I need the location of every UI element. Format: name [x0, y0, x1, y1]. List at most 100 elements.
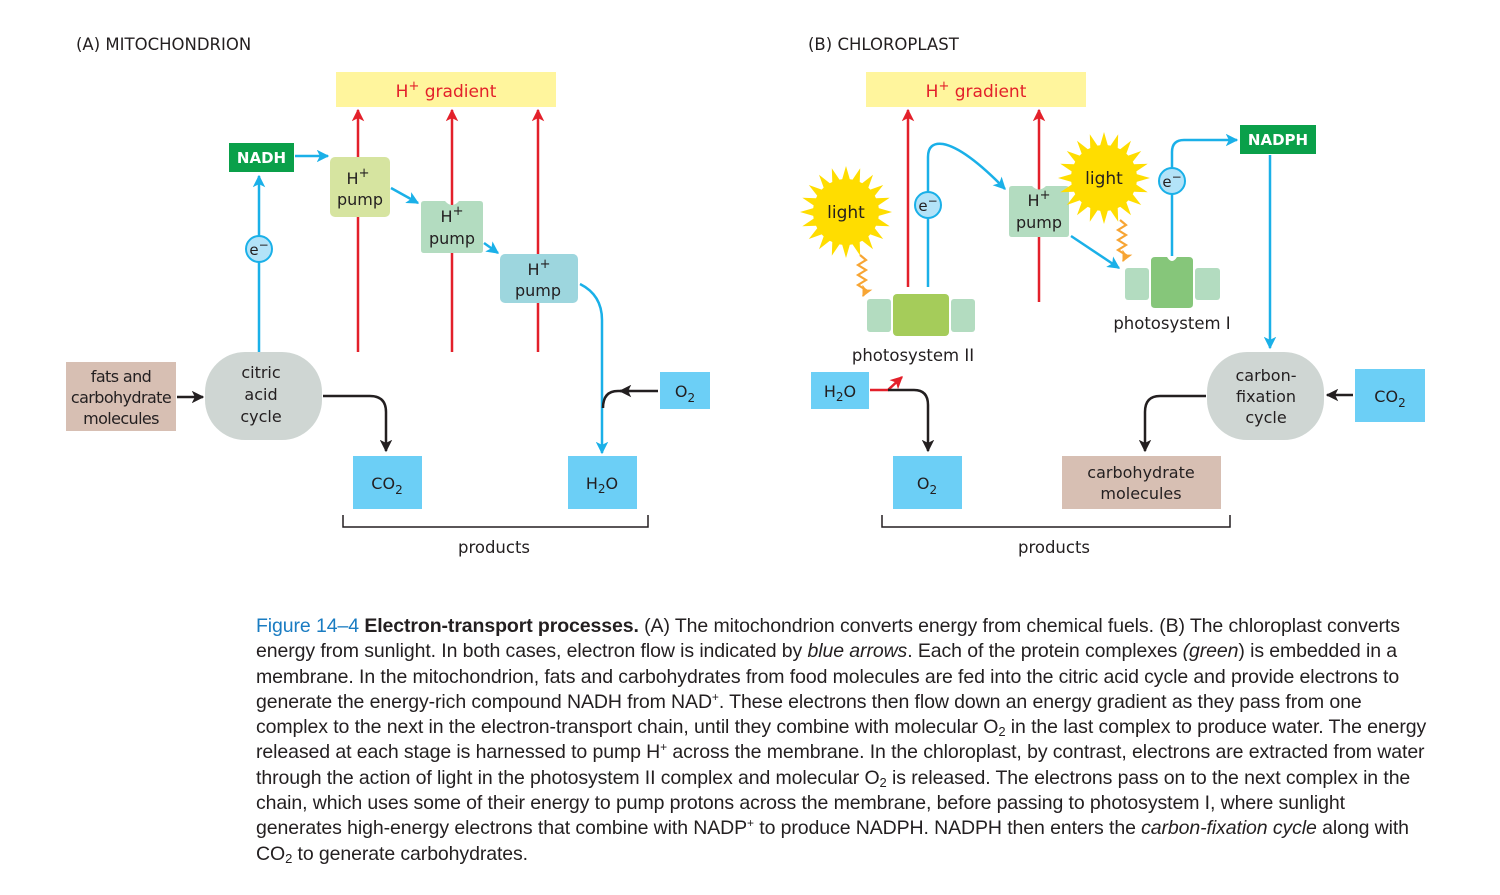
- h-pump-b-label: pump: [1016, 213, 1062, 232]
- h-pump-b-label-top: H+: [1028, 188, 1051, 210]
- caption-text: in the last complex to produce water. Th…: [256, 716, 1427, 764]
- nadph-box: [1240, 125, 1316, 154]
- panel-chloroplast: (B) CHLOROPLAST H+ gradient light photos…: [800, 35, 1425, 557]
- fuel-label-2: carbohydrate: [71, 388, 171, 407]
- caption-italic: carbon-fixation cycle: [1141, 817, 1317, 840]
- electron-icon-b2: [1158, 167, 1186, 195]
- h2o-box-b: [811, 372, 869, 409]
- caption-subscript: 2: [285, 850, 293, 866]
- electron-transport-diagram: (A) MITOCHONDRION H+ gradient NADH e− H+…: [66, 35, 1425, 557]
- electron-release-arrow: [870, 376, 903, 392]
- caption-text: to produce NADPH. NADPH then enters the: [753, 817, 1142, 840]
- arrow-cycle-to-carbs: [1138, 394, 1206, 453]
- cf-cycle-label-1: carbon-: [1235, 366, 1296, 385]
- cycle-label-2: acid: [244, 385, 277, 404]
- electron-label-b1: e−: [918, 194, 937, 215]
- ps1-side-left: [1125, 268, 1149, 300]
- photon-arrow-1: [855, 254, 873, 297]
- h-pump-1: [330, 157, 390, 217]
- products-bracket-a: [342, 515, 649, 528]
- figure-title: Electron-transport processes.: [364, 615, 639, 637]
- electron-arrow-pump1-to-pump2: [390, 186, 420, 205]
- electron-icon-a: [245, 235, 273, 263]
- caption-superscript: +: [660, 740, 668, 755]
- caption-subscript: 2: [879, 774, 887, 790]
- nadh-box: [229, 143, 294, 172]
- photosystem-i-label: photosystem I: [1113, 314, 1230, 333]
- h-gradient-box-a: [336, 72, 556, 107]
- h-pump-3: [500, 254, 578, 303]
- caption-subscript: 2: [998, 724, 1006, 740]
- ps2-side-right: [951, 299, 975, 332]
- caption-text: . Each of the protein complexes: [907, 640, 1183, 663]
- caption-text: across the membrane. In the chloroplast,…: [256, 741, 1425, 789]
- electron-arrow-pump3-to-water: [579, 282, 609, 455]
- caption-italic: (green: [1182, 640, 1239, 663]
- fuel-box: [66, 362, 176, 431]
- nadph-label: NADPH: [1248, 131, 1308, 149]
- caption-text: . These electrons then flow down an ener…: [256, 690, 1362, 739]
- h-pump-3-label-top: H+: [528, 257, 551, 279]
- h-pump-2-label-top: H+: [441, 204, 464, 226]
- photosystem-ii-core: [893, 294, 949, 336]
- light-label-2: light: [1085, 169, 1123, 189]
- cf-cycle-label-2: fixation: [1236, 387, 1296, 406]
- caption-text: to generate carbohydrates.: [292, 842, 529, 865]
- h-gradient-label-a: H+ gradient: [396, 79, 497, 102]
- carbs-label-2: molecules: [1100, 484, 1181, 503]
- cycle-label-3: cycle: [240, 407, 281, 426]
- sun-icon-1: [800, 166, 892, 258]
- caption-text: ) is embedded in a membrane. In the mito…: [256, 640, 1400, 713]
- panel-b-title: (B) CHLOROPLAST: [808, 35, 960, 54]
- h-gradient-box-b: [866, 72, 1086, 107]
- photosystem-ii-label: photosystem II: [852, 346, 974, 365]
- electron-arrow-ps1-to-nadph: [1170, 133, 1239, 256]
- carbs-label-1: carbohydrate: [1087, 463, 1194, 482]
- caption-superscript: +: [711, 689, 719, 704]
- products-label-b: products: [1018, 538, 1090, 557]
- caption-superscript: +: [747, 816, 754, 831]
- electron-arrow-pump-to-ps1: [1070, 234, 1121, 270]
- o2-box-b: [893, 456, 962, 509]
- co2-label-a: CO2: [371, 474, 402, 497]
- h2o-label-a: H2O: [586, 474, 618, 496]
- caption-text: along with CO: [256, 817, 1409, 865]
- h2o-label-b: H2O: [824, 382, 856, 404]
- products-label-a: products: [458, 538, 530, 557]
- arrow-o2-to-chain: [601, 389, 658, 409]
- citric-acid-cycle: [205, 352, 322, 440]
- fuel-label-3: molecules: [83, 409, 159, 428]
- caption-text: (A) The mitochondrion converts energy fr…: [256, 615, 1400, 663]
- h-pump-3-label: pump: [515, 281, 561, 300]
- carbon-fixation-cycle: [1207, 352, 1324, 440]
- electron-arrow-pump2-to-pump3: [483, 241, 500, 255]
- h-pump-2: [421, 201, 483, 253]
- panel-mitochondrion: (A) MITOCHONDRION H+ gradient NADH e− H+…: [66, 35, 710, 557]
- arrow-water-to-o2: [888, 388, 935, 453]
- products-bracket-b: [881, 515, 1231, 528]
- h-pump-2-label: pump: [429, 229, 475, 248]
- o2-label-a: O2: [675, 382, 695, 405]
- cycle-label-1: citric: [241, 363, 280, 382]
- fuel-label-1: fats and: [91, 367, 151, 386]
- h-pump-1-label-top: H+: [347, 166, 370, 188]
- h-gradient-label-b: H+ gradient: [926, 79, 1027, 102]
- electron-label-a: e−: [249, 238, 268, 259]
- electron-arrow-ps2-to-pump: [926, 142, 1006, 287]
- co2-box-a: [353, 456, 422, 509]
- h-pump-1-label: pump: [337, 190, 383, 209]
- photon-arrow-2: [1115, 219, 1133, 262]
- ps2-side-left: [867, 299, 891, 332]
- co2-box-b: [1355, 369, 1425, 422]
- figure-number: Figure 14–4: [256, 615, 359, 637]
- co2-label-b: CO2: [1374, 387, 1405, 410]
- caption-italic: blue arrows: [807, 640, 908, 663]
- o2-label-b: O2: [917, 474, 937, 497]
- h2o-box-a: [568, 456, 637, 509]
- h-pump-b: [1009, 186, 1069, 237]
- electron-icon-b1: [914, 191, 942, 219]
- caption-text: is released. The electrons pass on to th…: [256, 766, 1411, 840]
- electron-label-b2: e−: [1162, 170, 1181, 191]
- panel-a-title: (A) MITOCHONDRION: [76, 35, 251, 54]
- sun-icon-2: [1058, 132, 1150, 224]
